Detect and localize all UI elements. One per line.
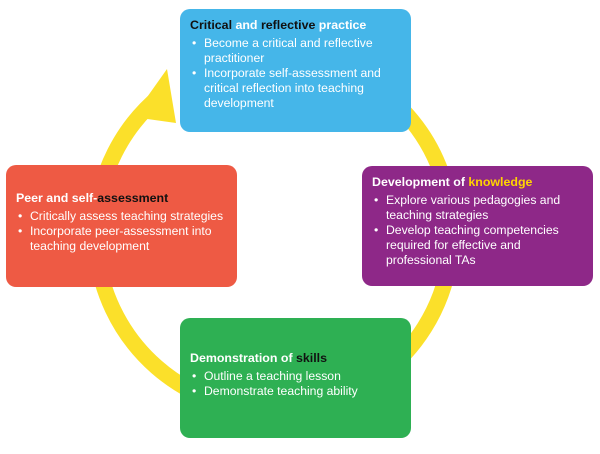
bullet-item: Outline a teaching lesson xyxy=(190,369,403,384)
title-text: Development of xyxy=(372,175,469,189)
bullet-list: Critically assess teaching strategies In… xyxy=(16,209,229,254)
box-title: Critical and reflective practice xyxy=(190,18,403,33)
title-text: Peer and self- xyxy=(16,191,98,205)
box-critical-reflective-practice: Critical and reflective practice Become … xyxy=(180,9,411,132)
title-highlight: knowledge xyxy=(468,175,533,189)
title-text: Demonstration of xyxy=(190,351,297,365)
box-title: Peer and self-assessment xyxy=(16,191,229,206)
bullet-item: Demonstrate teaching ability xyxy=(190,384,403,399)
cycle-arrowhead xyxy=(133,69,176,123)
box-demonstration-of-skills: Demonstration of skills Outline a teachi… xyxy=(180,318,411,438)
box-peer-self-assessment: Peer and self-assessment Critically asse… xyxy=(6,165,237,287)
title-highlight: assessment xyxy=(97,191,169,205)
title-highlight: Critical xyxy=(190,18,233,32)
bullet-list: Outline a teaching lesson Demonstrate te… xyxy=(190,369,403,399)
bullet-item: Develop teaching competencies required f… xyxy=(372,223,585,268)
title-highlight: reflective xyxy=(260,18,316,32)
title-text: and xyxy=(232,18,261,32)
bullet-item: Incorporate peer-assessment into teachin… xyxy=(16,224,229,254)
box-development-of-knowledge: Development of knowledge Explore various… xyxy=(362,166,593,286)
box-title: Demonstration of skills xyxy=(190,351,403,366)
bullet-item: Incorporate self-assessment and critical… xyxy=(190,66,403,111)
bullet-item: Become a critical and reflective practit… xyxy=(190,36,403,66)
bullet-item: Explore various pedagogies and teaching … xyxy=(372,193,585,223)
bullet-list: Become a critical and reflective practit… xyxy=(190,36,403,111)
title-text: practice xyxy=(315,18,367,32)
bullet-list: Explore various pedagogies and teaching … xyxy=(372,193,585,268)
title-highlight: skills xyxy=(296,351,328,365)
bullet-item: Critically assess teaching strategies xyxy=(16,209,229,224)
box-title: Development of knowledge xyxy=(372,175,585,190)
